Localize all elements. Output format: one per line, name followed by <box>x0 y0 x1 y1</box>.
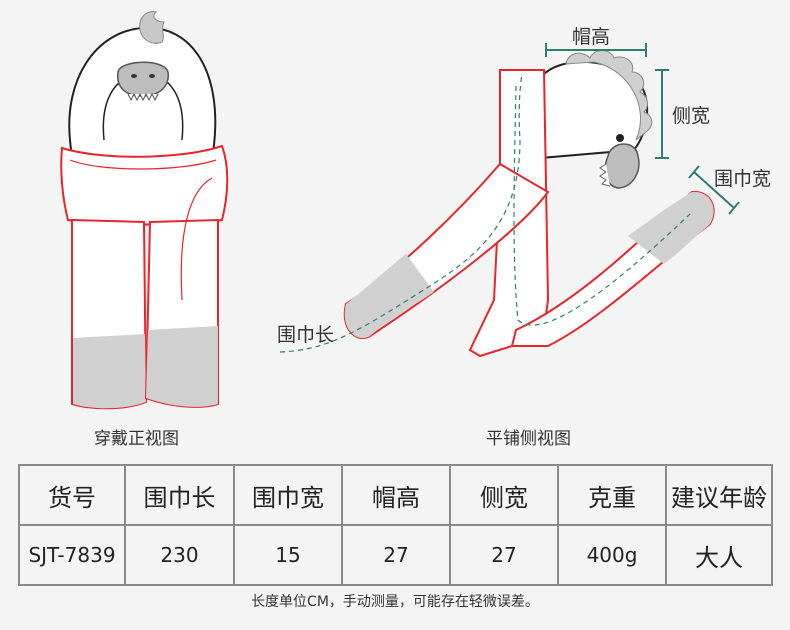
scarf-right-arm-gray <box>628 191 714 264</box>
spec-table: 货号 围巾长 围巾宽 帽高 侧宽 克重 建议年龄 SJT-7839 230 15… <box>18 464 773 586</box>
spec-table-header-row: 货号 围巾长 围巾宽 帽高 侧宽 克重 建议年龄 <box>18 464 773 526</box>
spec-table-value-row: SJT-7839 230 15 27 27 400g 大人 <box>18 524 773 586</box>
value-scarf-length: 230 <box>124 524 235 586</box>
dino-teeth <box>127 92 159 102</box>
scarf-width-dimension <box>688 165 740 215</box>
dino-snout <box>116 61 169 97</box>
dino-comb <box>139 11 165 44</box>
header-side-width: 侧宽 <box>449 464 559 526</box>
header-weight: 克重 <box>557 464 667 526</box>
flat-side-view-caption: 平铺侧视图 <box>486 429 571 449</box>
scarf-fold-curve <box>180 177 213 301</box>
header-suggested-age: 建议年龄 <box>665 464 773 526</box>
product-illustrations <box>60 11 740 410</box>
collar-fold-line <box>69 159 217 170</box>
side-snout <box>604 143 640 189</box>
value-hat-height: 27 <box>341 524 451 586</box>
dino-eye-icon <box>616 134 624 142</box>
hat-spikes <box>565 50 653 141</box>
hat-height-label: 帽高 <box>572 26 611 48</box>
header-scarf-width: 围巾宽 <box>233 464 343 526</box>
value-suggested-age: 大人 <box>665 524 773 586</box>
front-view-caption: 穿戴正视图 <box>94 429 179 449</box>
side-width-dimension <box>655 69 669 159</box>
front-view-figure <box>60 11 229 410</box>
header-hat-height: 帽高 <box>341 464 451 526</box>
flat-side-view-figure <box>279 43 740 358</box>
scarf-left-arm-gray <box>344 254 434 339</box>
value-weight: 400g <box>557 524 667 586</box>
hat-height-dimension <box>545 43 647 57</box>
side-teeth <box>599 163 611 187</box>
scarf-right-tail-gray <box>146 326 218 407</box>
value-side-width: 27 <box>449 524 559 586</box>
value-item-no: SJT-7839 <box>18 524 126 586</box>
scarf-length-label: 围巾长 <box>277 324 335 346</box>
nostril-right-icon <box>149 74 155 78</box>
scarf-width-label: 围巾宽 <box>714 168 772 190</box>
side-width-label: 侧宽 <box>672 105 711 127</box>
scarf-left-tail-gray <box>73 334 146 409</box>
scarf-length-guide <box>279 73 691 353</box>
value-scarf-width: 15 <box>233 524 343 586</box>
measurement-footnote: 长度单位CM，手动测量，可能存在轻微误差。 <box>251 594 539 610</box>
scarf-collar <box>60 144 229 226</box>
nostril-left-icon <box>131 74 137 78</box>
header-item-no: 货号 <box>18 464 126 526</box>
header-scarf-length: 围巾长 <box>124 464 235 526</box>
